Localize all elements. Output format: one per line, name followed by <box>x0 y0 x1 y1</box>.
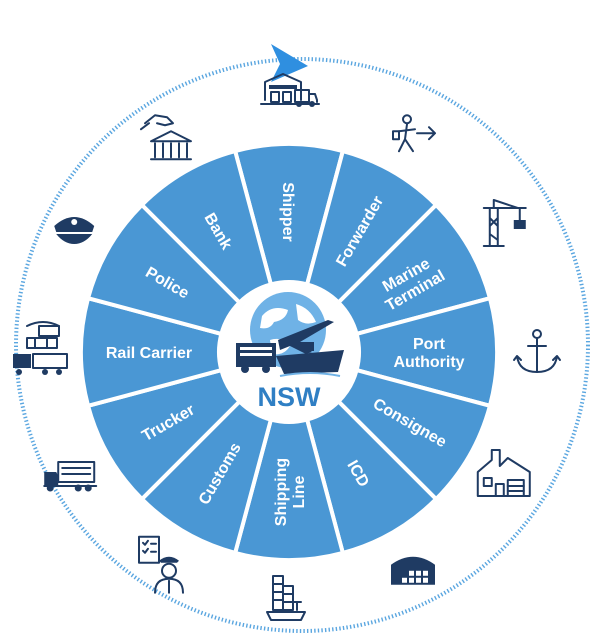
airplane-icon <box>278 320 334 354</box>
truck-icon <box>236 343 276 373</box>
bank-hand-icon <box>140 114 192 161</box>
rail-cargo-icon <box>13 321 68 375</box>
direction-arrow-icon <box>271 44 308 82</box>
center-hub: NSW <box>223 286 355 418</box>
container-depot-icon <box>391 556 435 585</box>
segment-label: Shipper <box>279 182 296 242</box>
segment-label-line: Rail Carrier <box>106 345 192 362</box>
customs-officer-icon <box>138 535 184 594</box>
segment-bank <box>139 148 274 306</box>
segment-label-line: Authority <box>393 354 464 371</box>
segment-label-line: Shipper <box>279 182 296 242</box>
outer-dotted-ring <box>14 57 590 633</box>
segment-label: ShippingLine <box>273 458 308 526</box>
segment-label-line: Line <box>291 475 308 508</box>
segment-label-line: Shipping <box>273 458 290 526</box>
center-label: NSW <box>258 382 322 412</box>
segment-label: Rail Carrier <box>106 345 192 362</box>
truck-icon <box>43 461 98 492</box>
consignee-building-icon <box>476 449 531 497</box>
cargo-ship-icon <box>266 575 306 621</box>
anchor-icon <box>513 329 561 373</box>
ship-icon <box>276 342 344 377</box>
warehouse-truck-icon <box>260 73 320 107</box>
segment-label-line: Port <box>413 336 446 353</box>
forwarder-person-icon <box>392 114 436 153</box>
crane-icon <box>482 199 527 247</box>
police-cap-icon <box>54 217 95 244</box>
